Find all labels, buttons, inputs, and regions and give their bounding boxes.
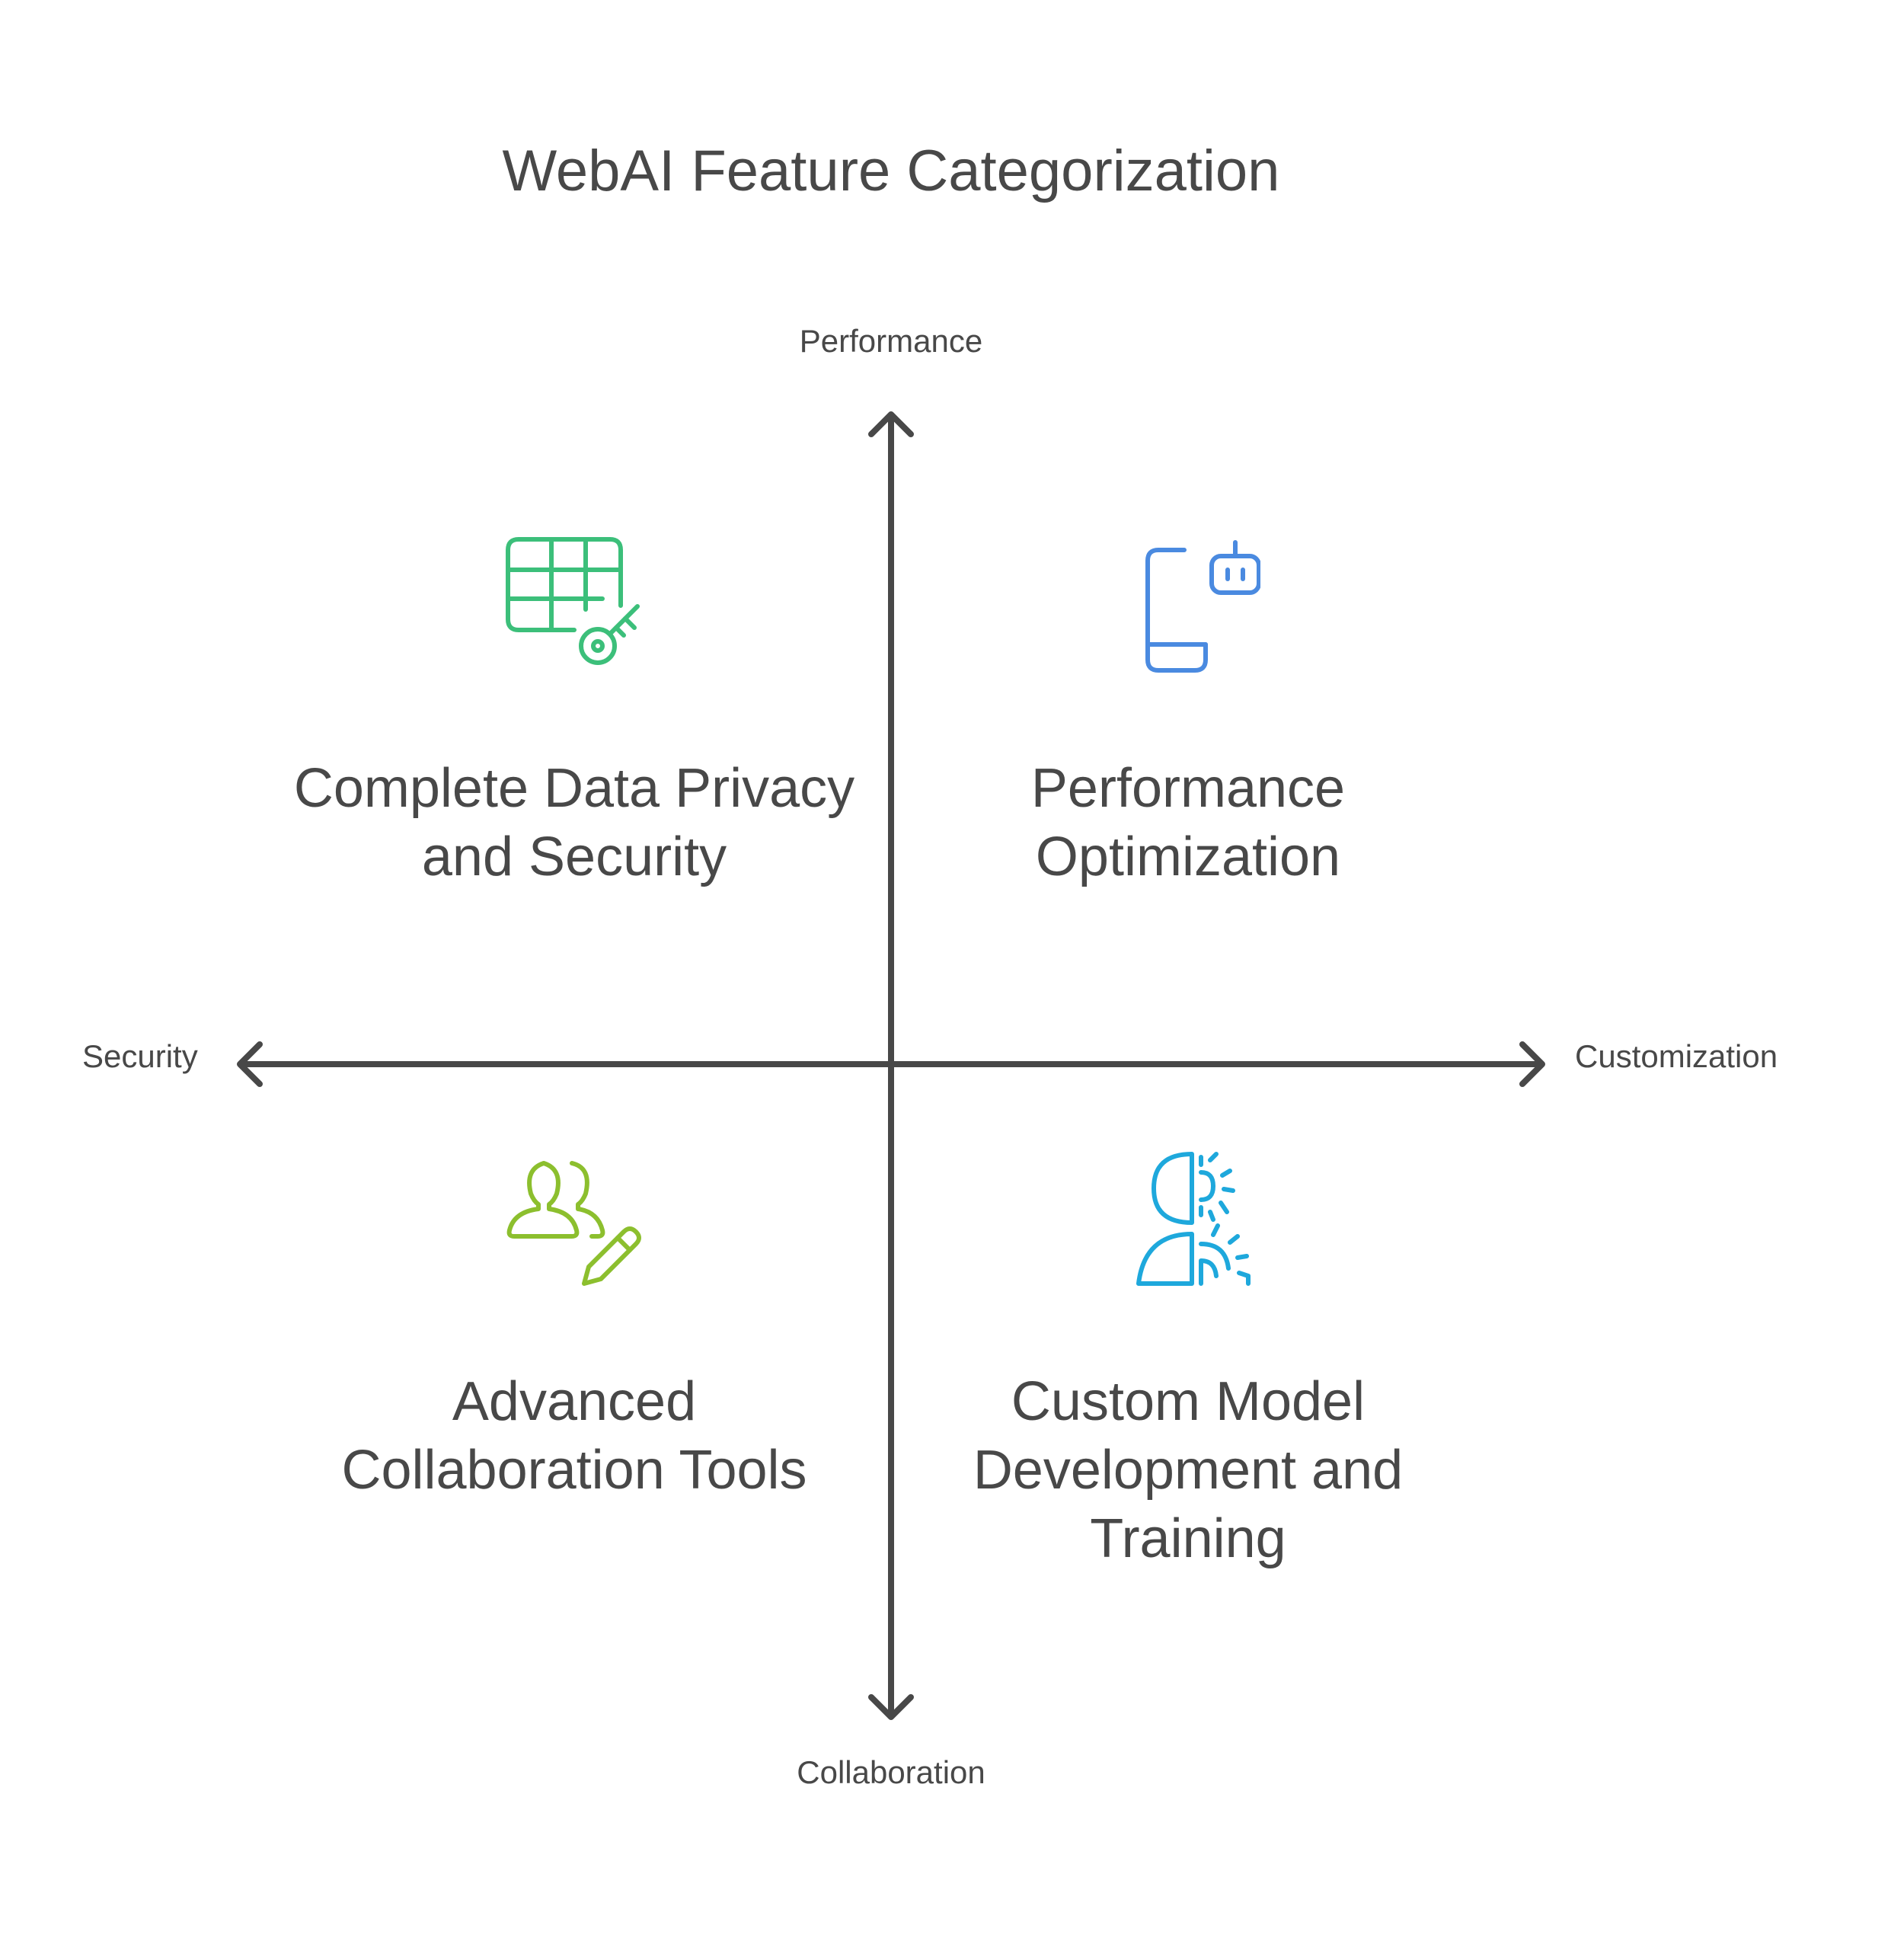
quadrant-label-data-privacy: Complete Data Privacy and Security — [293, 758, 855, 887]
arrow-up-head — [868, 411, 914, 437]
users-edit-icon — [506, 1161, 641, 1286]
head-gears-icon — [1136, 1152, 1251, 1286]
arrow-left-head — [237, 1041, 263, 1087]
axis-label-performance: Performance — [799, 323, 983, 359]
quadrant-label-collaboration-tools: Advanced Collaboration Tools — [341, 1371, 807, 1501]
quadrant-label-custom-model: Custom Model Development and Training — [973, 1371, 1404, 1569]
phone-robot-icon — [1145, 540, 1260, 673]
arrow-right-head — [1519, 1041, 1545, 1087]
axis-label-collaboration: Collaboration — [797, 1754, 985, 1790]
quadrant-label-performance-optimization: Performance Optimization — [1030, 758, 1346, 887]
axis-label-customization: Customization — [1575, 1038, 1778, 1074]
table-key-icon — [506, 537, 640, 665]
arrow-down-head — [868, 1694, 914, 1720]
axis-label-security: Security — [82, 1038, 198, 1074]
diagram-title: WebAI Feature Categorization — [502, 139, 1280, 203]
